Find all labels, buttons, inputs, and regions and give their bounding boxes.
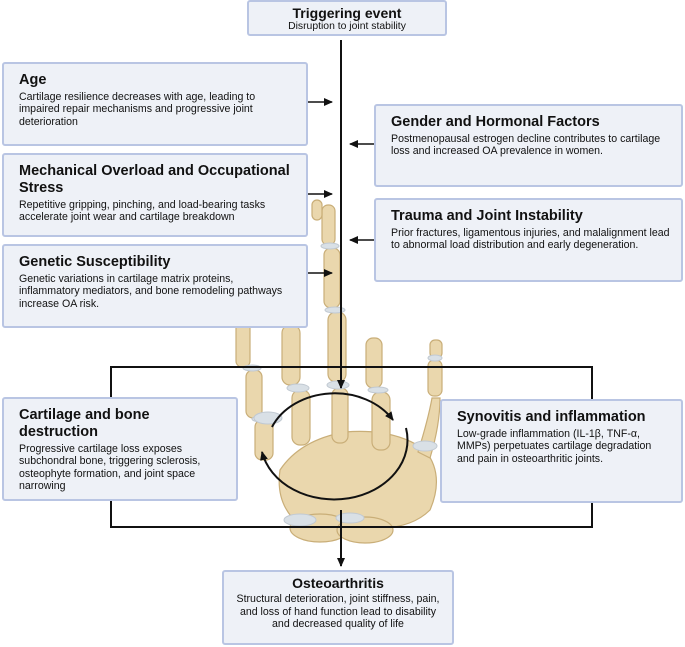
trauma-instability-factor-description: Prior fractures, ligamentous injuries, a… bbox=[391, 227, 670, 252]
age-factor-box: Age Cartilage resilience decreases with … bbox=[2, 62, 308, 146]
osteoarthritis-title: Osteoarthritis bbox=[292, 575, 384, 591]
age-factor-description: Cartilage resilience decreases with age,… bbox=[19, 91, 256, 128]
triggering-event-subtitle: Disruption to joint stability bbox=[288, 21, 406, 32]
cycle-arrow-bottom bbox=[260, 427, 409, 501]
synovitis-inflammation-description: Low-grade inflammation (IL-1β, TNF-α, MM… bbox=[457, 428, 652, 465]
genetic-susceptibility-factor-title: Genetic Susceptibility bbox=[19, 254, 171, 270]
genetic-susceptibility-factor-box: Genetic Susceptibility Genetic variation… bbox=[2, 244, 308, 328]
synovitis-inflammation-box: Synovitis and inflammation Low-grade inf… bbox=[440, 399, 683, 503]
synovitis-inflammation-title: Synovitis and inflammation bbox=[457, 409, 646, 425]
mechanical-overload-factor-title: Mechanical Overload and Occupational Str… bbox=[19, 163, 290, 196]
trauma-instability-factor-box: Trauma and Joint Instability Prior fract… bbox=[374, 198, 683, 282]
gender-hormonal-factor-box: Gender and Hormonal Factors Postmenopaus… bbox=[374, 104, 683, 187]
hand-skeleton-illustration bbox=[235, 199, 443, 544]
triggering-event-title: Triggering event bbox=[292, 5, 402, 21]
mechanical-overload-factor-box: Mechanical Overload and Occupational Str… bbox=[2, 153, 308, 237]
trauma-instability-factor-title: Trauma and Joint Instability bbox=[391, 208, 583, 224]
osteoarthritis-outcome-box: Osteoarthritis Structural deterioration,… bbox=[222, 570, 454, 645]
osteoarthritis-description: Structural deterioration, joint stiffnes… bbox=[236, 593, 440, 631]
genetic-susceptibility-factor-description: Genetic variations in cartilage matrix p… bbox=[19, 273, 283, 310]
mechanical-overload-factor-description: Repetitive gripping, pinching, and load-… bbox=[19, 199, 266, 224]
cartilage-bone-destruction-description: Progressive cartilage loss exposes subch… bbox=[19, 443, 201, 493]
age-factor-title: Age bbox=[19, 72, 47, 88]
cartilage-bone-destruction-title: Cartilage and bone destruction bbox=[19, 407, 150, 440]
gender-hormonal-factor-description: Postmenopausal estrogen decline contribu… bbox=[391, 133, 661, 158]
cartilage-bone-destruction-box: Cartilage and bone destruction Progressi… bbox=[2, 397, 238, 501]
triggering-event-box: Triggering event Disruption to joint sta… bbox=[247, 0, 447, 36]
cycle-arrow-top bbox=[271, 392, 394, 428]
gender-hormonal-factor-title: Gender and Hormonal Factors bbox=[391, 114, 600, 130]
